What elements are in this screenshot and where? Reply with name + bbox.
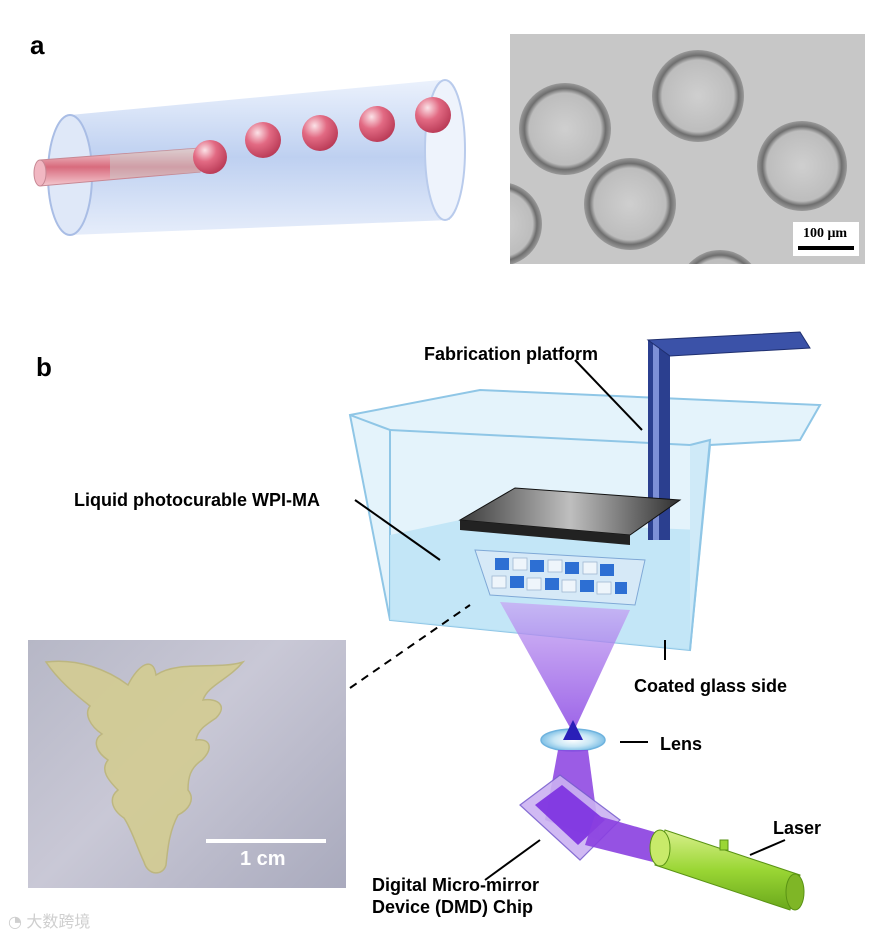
panel-a-letter: a [30,30,45,60]
droplet [302,115,338,151]
fabrication-platform-arm [646,331,811,540]
label-laser: Laser [773,818,822,838]
photo-scale-bar-label: 1 cm [240,848,286,870]
laser-device [649,829,805,911]
droplet [415,97,451,133]
microsphere [584,158,676,250]
microfluidic-capillary-diagram [33,79,466,236]
microsphere [519,83,611,175]
label-liquid-resin: Liquid photocurable WPI-MA [74,490,320,510]
cured-voxels [474,549,646,606]
focal-point [563,720,583,740]
droplet [245,122,281,158]
label-coated-glass-side: Coated glass side [634,676,788,696]
droplet [359,106,395,142]
droplets [193,97,451,174]
microsphere [652,50,744,142]
inner-capillary [33,147,201,187]
panel-b-letter: b [36,352,52,382]
dashed-connector [349,604,471,689]
scale-bar [798,246,854,250]
scale-bar-box: 100 μm [793,222,859,256]
microsphere [757,121,847,211]
dlp-printer-diagram [348,331,822,911]
leader-lines [354,359,786,881]
label-fabrication-platform: Fabrication platform [424,344,599,364]
watermark: ◔ 大数跨境 [8,908,90,932]
printed-leaf-object [44,660,246,874]
label-lens: Lens [660,734,703,754]
build-plate [458,487,682,545]
label-dmd-line2: Device (DMD) Chip [372,897,534,917]
photo-scale-bar [206,839,326,843]
watermark-logo-icon: ◔ [8,912,22,931]
droplet-micrograph: 100 μm [510,34,865,264]
microsphere [510,183,542,264]
droplet [193,140,227,174]
light-cone [500,602,630,733]
label-dmd-line1: Digital Micro-mirror [372,875,540,895]
printed-object-photo: 1 cm [28,640,346,888]
watermark-text: 大数跨境 [26,912,91,931]
label-dmd-chip: Digital Micro-mirror Device (DMD) Chip [372,874,539,918]
laser-beam [585,815,665,865]
microsphere [688,250,752,264]
scale-bar-label: 100 μm [803,226,848,241]
